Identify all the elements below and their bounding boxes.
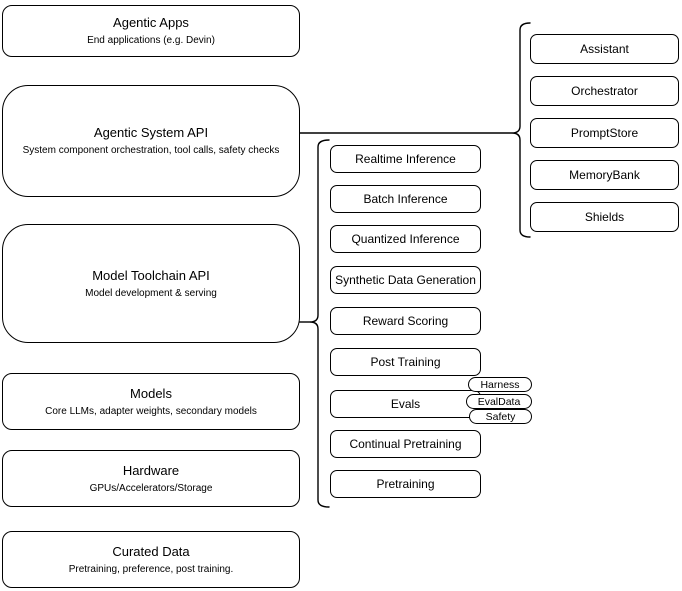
component-assistant: Assistant [530, 34, 679, 64]
service-evals: Evals [330, 390, 481, 418]
tag-label: Safety [485, 410, 516, 423]
component-memorybank: MemoryBank [530, 160, 679, 190]
tag-evaldata: EvalData [466, 394, 532, 409]
service-post-training: Post Training [330, 348, 481, 376]
box-title: Models [130, 385, 172, 401]
box-subtitle: GPUs/Accelerators/Storage [89, 482, 213, 494]
box-title: Agentic System API [93, 125, 209, 140]
box-subtitle: Pretraining, preference, post training. [68, 563, 234, 575]
service-label: Reward Scoring [362, 314, 449, 328]
tag-safety: Safety [469, 409, 532, 424]
box-subtitle: End applications (e.g. Devin) [87, 35, 215, 46]
box-subtitle: Core LLMs, adapter weights, secondary mo… [45, 405, 257, 417]
service-label: Continual Pretraining [349, 437, 462, 451]
tag-harness: Harness [468, 377, 532, 392]
service-batch-inference: Batch Inference [330, 185, 481, 213]
tag-label: EvalData [477, 395, 521, 408]
service-label: Synthetic Data Generation [335, 273, 476, 287]
component-shields: Shields [530, 202, 679, 232]
service-label: Quantized Inference [351, 232, 460, 246]
service-reward-scoring: Reward Scoring [330, 307, 481, 335]
box-models: Models Core LLMs, adapter weights, secon… [2, 373, 300, 430]
service-continual-pretraining: Continual Pretraining [330, 430, 481, 458]
service-label: Post Training [370, 355, 441, 369]
service-label: Batch Inference [363, 192, 448, 206]
box-subtitle: Model development & serving [85, 287, 217, 299]
system-components-bracket [511, 22, 531, 238]
service-label: Pretraining [376, 477, 435, 491]
box-title: Model Toolchain API [92, 267, 210, 283]
component-promptstore: PromptStore [530, 118, 679, 148]
box-agentic-system-api: Agentic System API System component orch… [2, 85, 300, 197]
box-agentic-apps: Agentic Apps End applications (e.g. Devi… [2, 5, 300, 57]
component-label: MemoryBank [569, 168, 640, 182]
toolchain-services-bracket [309, 139, 330, 508]
box-title: Curated Data [112, 543, 190, 559]
component-label: Assistant [580, 42, 629, 56]
service-quantized-inference: Quantized Inference [330, 225, 481, 253]
service-synthetic-data-generation: Synthetic Data Generation [330, 266, 481, 294]
component-orchestrator: Orchestrator [530, 76, 679, 106]
component-label: PromptStore [570, 126, 639, 140]
box-model-toolchain-api: Model Toolchain API Model development & … [2, 224, 300, 343]
service-label: Realtime Inference [355, 152, 456, 166]
service-realtime-inference: Realtime Inference [330, 145, 481, 173]
box-curated-data: Curated Data Pretraining, preference, po… [2, 531, 300, 588]
service-pretraining: Pretraining [330, 470, 481, 498]
box-subtitle: System component orchestration, tool cal… [22, 145, 280, 156]
box-title: Agentic Apps [113, 15, 189, 30]
component-label: Shields [584, 210, 625, 224]
component-label: Orchestrator [571, 84, 638, 98]
box-hardware: Hardware GPUs/Accelerators/Storage [2, 450, 300, 507]
service-label: Evals [390, 397, 421, 411]
tag-label: Harness [480, 378, 520, 391]
box-title: Hardware [122, 462, 180, 478]
